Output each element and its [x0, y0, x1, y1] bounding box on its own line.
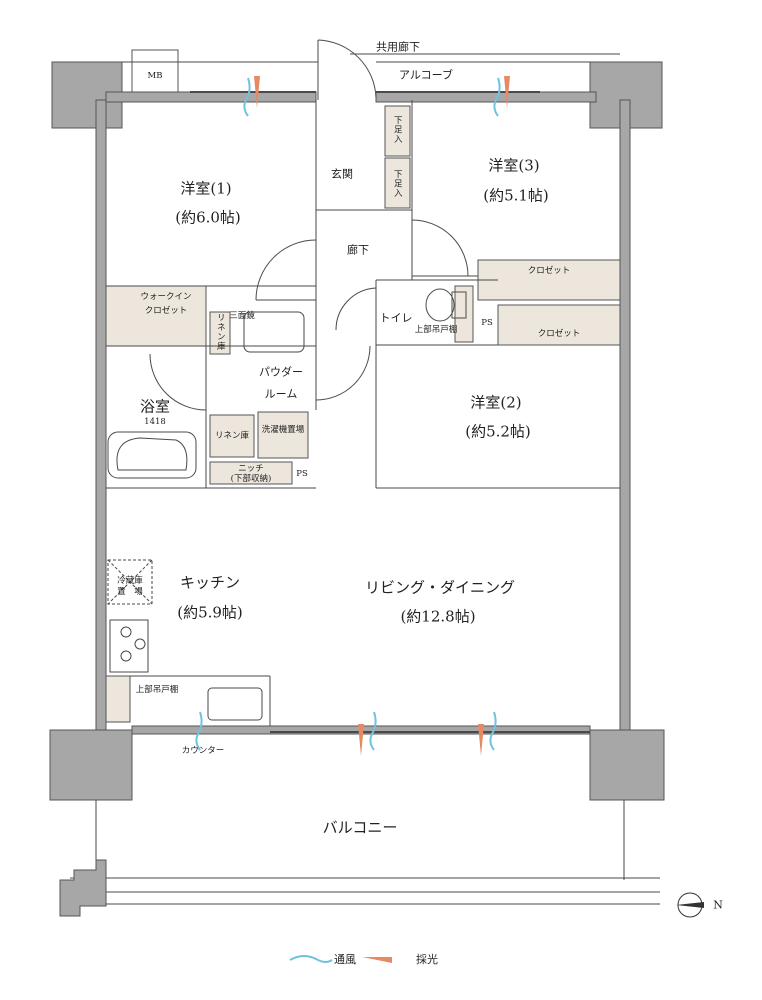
- niche: [209, 461, 293, 485]
- door-western1: [255, 239, 317, 301]
- western1-name: 洋室(1): [180, 179, 232, 198]
- daylight-legend-label: 採光: [416, 953, 438, 966]
- closet-2-label: クロゼット: [537, 328, 581, 339]
- linen-closet: [209, 414, 255, 458]
- fridge-area: [107, 559, 153, 605]
- corridor-label: 共用廊下: [376, 40, 420, 54]
- western2-area: (約5.2帖): [465, 422, 531, 441]
- toilet-cabinet-label: 上部吊戸棚: [414, 324, 458, 335]
- airflow-markers: [195, 76, 510, 756]
- western1-area: (約6.0帖): [175, 208, 241, 227]
- toilet-bowl: [425, 288, 455, 322]
- western2-name: 洋室(2): [470, 393, 522, 412]
- shoe-cabinet-1-label: 下足入: [392, 115, 403, 145]
- fridge-label-1: 冷蔵庫: [117, 575, 143, 586]
- niche-label-2: (下部収納): [230, 473, 272, 484]
- powder-line1: パウダー: [259, 365, 303, 379]
- toilet-cabinet: [454, 285, 474, 343]
- bathtub: [107, 431, 197, 479]
- living-name: リビング・ダイニング: [364, 578, 516, 597]
- ps-label-2: PS: [296, 468, 308, 479]
- balcony-corner-pillar: [59, 859, 107, 917]
- linen-label: リネン庫: [214, 430, 250, 441]
- balcony-label: バルコニー: [322, 818, 398, 837]
- compass-icon: [676, 892, 704, 918]
- door-powder: [315, 345, 371, 401]
- powder-line2: ルーム: [264, 387, 298, 401]
- wall-right: [619, 99, 631, 731]
- fridge-label-2: 置 場: [117, 586, 143, 597]
- shoe-cabinet-1: [384, 105, 411, 157]
- kitchen-cabinet-label: 上部吊戸棚: [135, 684, 179, 695]
- wall-bottom-left-pillar: [49, 729, 133, 801]
- compass-north-label: N: [713, 898, 723, 912]
- entrance-door: [317, 39, 377, 100]
- toilet-label: トイレ: [379, 311, 413, 325]
- wall-left: [95, 99, 107, 731]
- kitchen-cabinet: [105, 675, 131, 723]
- door-bath: [149, 353, 207, 411]
- shoe-cabinet-2: [384, 157, 411, 209]
- washer-area: [257, 411, 309, 459]
- wall-bottom-right-pillar: [589, 729, 665, 801]
- living-area: (約12.8帖): [400, 607, 476, 626]
- ventilation-legend-label: 通風: [334, 953, 356, 966]
- linen-vertical-label: リネン庫: [215, 313, 226, 351]
- western3-area: (約5.1帖): [483, 186, 549, 205]
- linen-closet-vertical: [209, 311, 231, 355]
- stove: [109, 619, 149, 673]
- niche-label-1: ニッチ: [238, 463, 264, 474]
- closet-3-label: クロゼット: [527, 265, 571, 276]
- alcove-label: アルコーブ: [398, 68, 454, 82]
- vanity-label: 三面鏡: [229, 310, 255, 321]
- entrance-label: 玄関: [331, 167, 353, 181]
- kitchen-sink: [207, 687, 263, 721]
- closet-3: [477, 259, 621, 301]
- western3-name: 洋室(3): [488, 156, 540, 175]
- wall-top-right: [375, 91, 597, 103]
- door-western3: [411, 219, 469, 277]
- daylight-legend-icon: [362, 957, 392, 963]
- mb-box: [131, 49, 179, 93]
- closet-2: [497, 304, 621, 346]
- counter-label: カウンター: [181, 745, 225, 756]
- vanity-sink: [243, 311, 305, 353]
- washer-label: 洗濯機置場: [261, 424, 305, 435]
- mb-label: MB: [147, 70, 163, 81]
- walk-in-closet: [105, 285, 207, 347]
- wall-top-left: [105, 91, 317, 103]
- kitchen-name: キッチン: [179, 573, 241, 592]
- walkin-label-2: クロゼット: [144, 305, 188, 316]
- door-toilet: [335, 287, 377, 331]
- ventilation-legend-icon: [289, 955, 333, 963]
- walkin-label-1: ウォークイン: [140, 291, 192, 302]
- shoe-cabinet-2-label: 下足入: [392, 169, 403, 199]
- bath-size: 1418: [144, 416, 166, 427]
- bath-name: 浴室: [139, 397, 171, 416]
- kitchen-area: (約5.9帖): [177, 603, 243, 622]
- hallway-label: 廊下: [347, 243, 369, 257]
- ps-label-1: PS: [481, 317, 493, 328]
